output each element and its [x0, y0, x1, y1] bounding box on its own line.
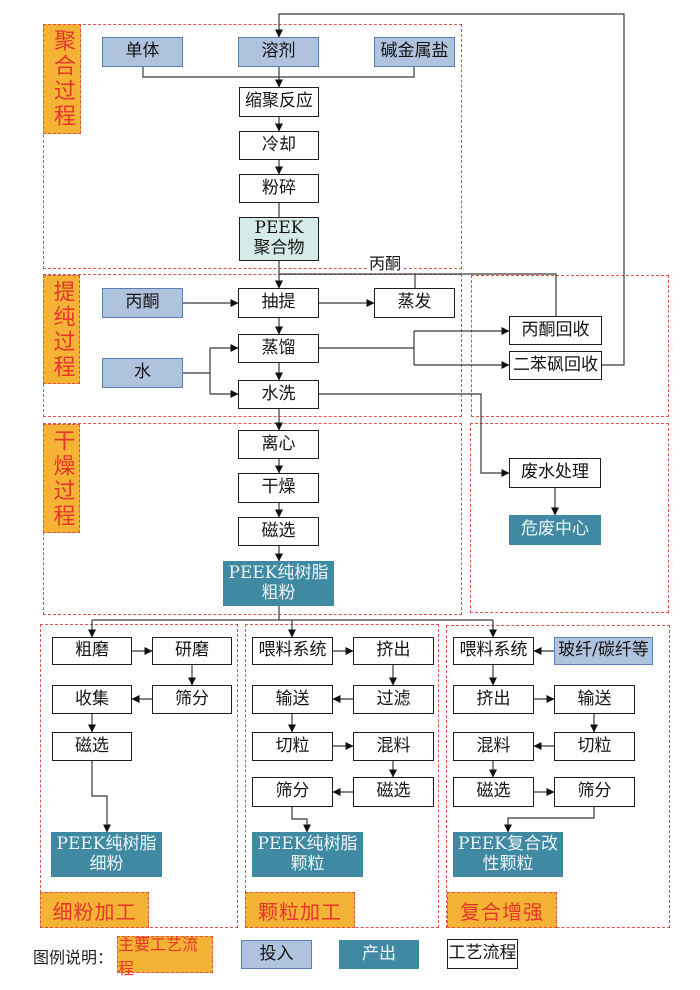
step-evaporation: 蒸发 — [374, 288, 455, 318]
step-centrifuge: 离心 — [238, 430, 319, 459]
fine-step-magnetic-separation: 磁选 — [52, 732, 132, 761]
step-diphenyl-sulfone-recovery: 二苯砜回收 — [509, 351, 602, 380]
line-acetone-recovery-return — [279, 273, 557, 316]
arrow-composite-8 — [504, 807, 595, 833]
step-drying: 干燥 — [238, 473, 319, 503]
section-label-pellet: 颗粒加工 — [245, 892, 355, 928]
composite-step-conveying: 输送 — [554, 685, 635, 714]
pellet-step-pelletizing: 切粒 — [252, 732, 333, 761]
section-frame-polymerization — [43, 24, 462, 269]
legend-item-process: 工艺流程 — [447, 939, 518, 969]
step-water-wash: 水洗 — [238, 380, 319, 409]
composite-step-feeding-system: 喂料系统 — [453, 637, 534, 665]
step-polycondensation: 缩聚反应 — [239, 87, 319, 117]
section-label-text: 提纯过程 — [49, 279, 75, 380]
fine-step-sieving: 筛分 — [152, 685, 232, 714]
section-label-text: 细粉加工 — [52, 899, 137, 924]
pellet-step-magnetic-separation: 磁选 — [353, 777, 434, 807]
legend-title: 图例说明： — [33, 948, 114, 967]
arrow-water-wash-to-wastewater — [319, 393, 510, 477]
fine-step-coarse-grinding: 粗磨 — [52, 637, 132, 665]
output-peek-pellets: PEEK纯树脂 颗粒 — [252, 832, 363, 877]
output-peek-fine-powder: PEEK纯树脂 细粉 — [51, 832, 162, 877]
pellet-step-extrusion: 挤出 — [353, 637, 434, 665]
step-wastewater-treatment: 废水处理 — [509, 458, 601, 488]
section-label-text: 聚合过程 — [50, 29, 75, 129]
composite-step-pelletizing: 切粒 — [554, 732, 635, 761]
pellet-step-filtering: 过滤 — [353, 685, 434, 714]
input-alkali-metal-salt: 碱金属盐 — [374, 37, 455, 67]
step-distillation: 蒸馏 — [238, 334, 319, 363]
edge-label-acetone-return: 丙酮 — [368, 254, 403, 273]
pellet-step-conveying: 输送 — [252, 685, 333, 714]
arrow-fine-5 — [91, 761, 111, 833]
step-acetone-recovery: 丙酮回收 — [509, 316, 602, 345]
input-water: 水 — [102, 358, 183, 388]
pellet-step-feeding-system: 喂料系统 — [252, 637, 333, 665]
output-peek-coarse-powder: PEEK纯树脂 粗粉 — [223, 561, 334, 606]
arrow-pellet-8 — [291, 807, 311, 833]
section-label-composite: 复合增强 — [447, 892, 557, 928]
input-acetone: 丙酮 — [102, 288, 183, 318]
composite-step-mixing: 混料 — [453, 732, 534, 761]
composite-step-sieving: 筛分 — [554, 777, 635, 807]
input-solvent: 溶剂 — [238, 37, 319, 67]
input-glass-carbon-fiber: 玻纤/碳纤等 — [554, 637, 653, 665]
recycle-diphenyl-sulfone-to-solvent — [275, 13, 625, 366]
pellet-step-sieving: 筛分 — [252, 777, 333, 807]
section-label-text: 干燥过程 — [49, 428, 75, 529]
output-peek-composite-pellets: PEEK复合改 性颗粒 — [453, 832, 563, 877]
intermediate-peek-polymer: PEEK 聚合物 — [239, 217, 319, 261]
legend-item-output: 产出 — [339, 940, 419, 969]
composite-step-magnetic-separation: 磁选 — [453, 777, 534, 807]
section-frame-recovery — [471, 275, 669, 417]
section-label-polymerization: 聚合过程 — [43, 24, 81, 134]
section-label-drying: 干燥过程 — [43, 424, 80, 533]
legend-item-input: 投入 — [241, 940, 312, 969]
step-cooling: 冷却 — [239, 131, 319, 160]
step-crushing: 粉碎 — [239, 174, 319, 203]
composite-step-extrusion: 挤出 — [453, 685, 534, 714]
section-label-fine-powder: 细粉加工 — [40, 892, 149, 928]
section-label-text: 复合增强 — [460, 899, 544, 924]
section-label-purification: 提纯过程 — [43, 275, 80, 384]
section-frame-waste — [470, 423, 669, 613]
fine-step-collection: 收集 — [52, 685, 132, 714]
input-monomer: 单体 — [102, 37, 183, 67]
pellet-step-mixing: 混料 — [353, 732, 434, 761]
step-extraction: 抽提 — [238, 288, 319, 318]
fine-step-grinding: 研磨 — [152, 637, 232, 665]
step-magnetic-separation: 磁选 — [238, 517, 319, 546]
section-frame-composite — [446, 625, 670, 928]
section-label-text: 颗粒加工 — [258, 899, 342, 924]
output-hazardous-waste-center: 危废中心 — [509, 515, 601, 545]
legend-item-main-process: 主要工艺流程 — [117, 935, 213, 978]
